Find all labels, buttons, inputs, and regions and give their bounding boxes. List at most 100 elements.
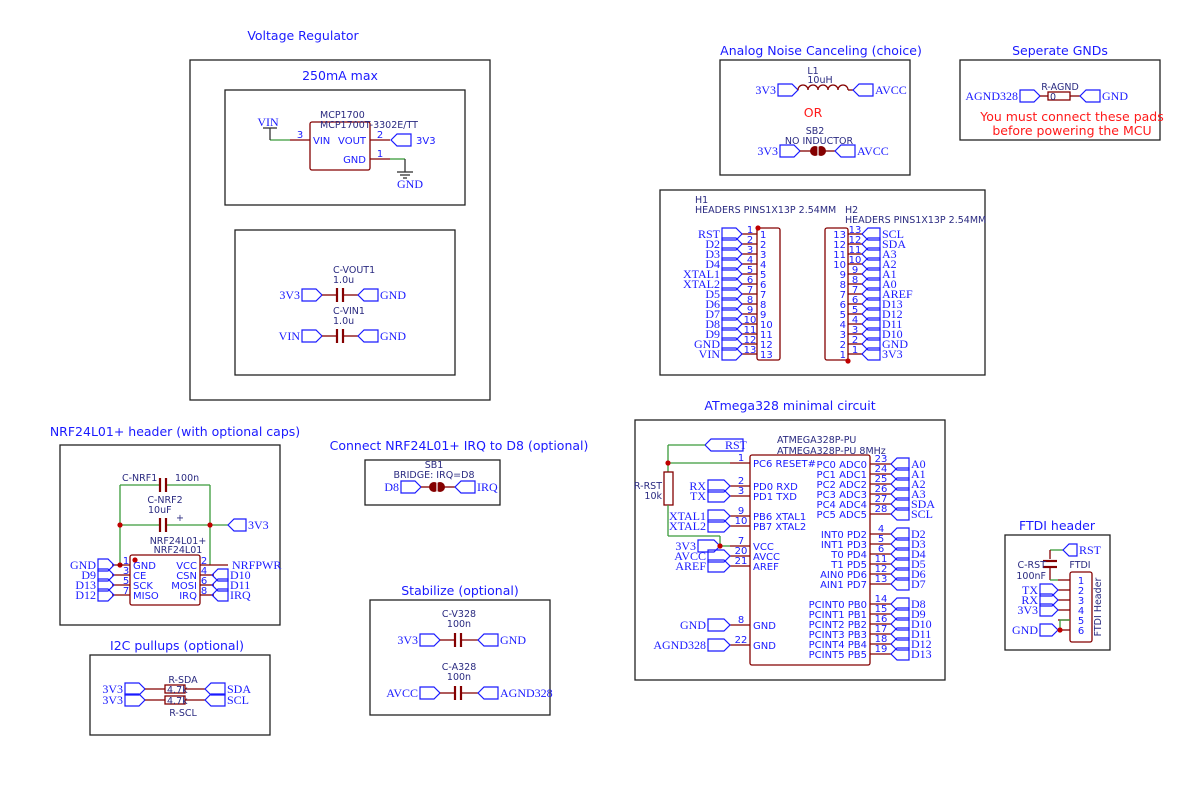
power-label: VIN xyxy=(257,115,279,129)
atmega-frame xyxy=(634,419,946,681)
net-flag-icon xyxy=(204,693,226,707)
component-ref: SB2 xyxy=(806,126,825,137)
pin-name: 13 xyxy=(833,230,846,241)
pin-number: 2 xyxy=(852,335,858,346)
pin-name: PC2 ADC2 xyxy=(817,480,867,491)
net-label: 3V3 xyxy=(279,288,300,302)
ftdi-frame xyxy=(1004,534,1111,651)
pin-name: IRQ xyxy=(179,591,197,602)
stabilize-frame xyxy=(369,599,551,716)
net-label: D12 xyxy=(882,307,903,321)
net-label: GND xyxy=(680,618,706,632)
pin-name: 1 xyxy=(840,350,846,361)
pin-number: 5 xyxy=(747,265,753,276)
net-label: AVCC xyxy=(674,549,706,563)
junction-dot xyxy=(755,225,761,231)
section-title: ATmega328 minimal circuit xyxy=(704,398,875,413)
pin-name: 8 xyxy=(840,280,846,291)
pin-number: 14 xyxy=(875,594,888,605)
component-ref: ATMEGA328P-PU xyxy=(777,435,856,446)
pin-number: 11 xyxy=(849,245,862,256)
net-label: GND xyxy=(694,337,720,351)
net-label: AREF xyxy=(882,287,913,301)
pin-number: 12 xyxy=(744,335,757,346)
component-value: HEADERS PINS1X13P 2.54MM xyxy=(695,205,836,216)
component-value: FTDI Header xyxy=(1093,577,1104,636)
net-label: XTAL2 xyxy=(669,519,706,533)
pin-number: 3 xyxy=(738,486,744,497)
pin-name: 10 xyxy=(760,320,773,331)
pin-name: CSN xyxy=(176,571,197,582)
net-flag-icon xyxy=(97,588,115,602)
pin-number: 8 xyxy=(852,275,858,286)
net-label: D13 xyxy=(911,647,932,661)
net-label: XTAL1 xyxy=(683,267,720,281)
pin-number: 6 xyxy=(878,544,884,555)
net-label: AGND328 xyxy=(500,686,553,700)
mcp1700-body xyxy=(309,121,371,171)
net-label: D7 xyxy=(911,577,926,591)
net-flag-icon xyxy=(707,638,731,652)
pin-name: PC5 ADC5 xyxy=(817,510,867,521)
pin-number: 2 xyxy=(377,130,383,141)
section-title: Connect NRF24L01+ IRQ to D8 (optional) xyxy=(330,438,589,453)
pin-name: PD0 RXD xyxy=(753,482,798,493)
pin-number: 7 xyxy=(747,285,753,296)
net-label: 3V3 xyxy=(248,518,269,532)
pin-number: 3 xyxy=(747,245,753,256)
pin-number: 25 xyxy=(875,474,888,485)
pin-name: PCINT5 PB5 xyxy=(809,650,867,661)
inductor-symbol xyxy=(797,84,849,91)
component-value: 4.7k xyxy=(167,685,188,696)
net-label: D3 xyxy=(705,247,720,261)
net-flag-icon xyxy=(1019,89,1041,103)
net-flag-icon xyxy=(707,618,731,632)
net-flag-icon xyxy=(301,329,323,343)
component-value: BRIDGE: IRQ=D8 xyxy=(393,470,474,481)
net-label: GND xyxy=(1102,89,1128,103)
net-flag-icon xyxy=(419,633,441,647)
pin-name: PD1 TXD xyxy=(753,492,797,503)
net-flag-icon xyxy=(707,519,731,533)
net-label: D6 xyxy=(911,567,926,581)
component-ref: C-V328 xyxy=(442,609,476,620)
or-label: OR xyxy=(804,105,823,120)
section-title: Voltage Regulator xyxy=(247,28,359,43)
pin-number: 8 xyxy=(738,615,744,626)
junction-dot xyxy=(117,522,123,528)
pin-name: VOUT xyxy=(338,136,367,147)
separate-gnds-frame xyxy=(959,59,1161,141)
component-ref: SB1 xyxy=(425,460,444,471)
pin-name: PCINT2 PB2 xyxy=(809,620,867,631)
net-label: GND xyxy=(882,337,908,351)
junction-dot xyxy=(1057,627,1063,633)
pin-number: 10 xyxy=(744,315,757,326)
component-value: MCP1700T-3302E/TT xyxy=(320,120,418,131)
resistor-symbol xyxy=(663,471,674,506)
net-flag-icon xyxy=(477,633,499,647)
pin-number: 17 xyxy=(875,624,888,635)
net-label: D5 xyxy=(911,557,926,571)
net-flag-icon xyxy=(204,682,226,696)
net-label: IRQ xyxy=(477,480,498,494)
component-value: 1.0u xyxy=(333,275,354,286)
net-label: SDA xyxy=(911,497,935,511)
net-label: D10 xyxy=(911,617,932,631)
net-label: D10 xyxy=(230,568,251,582)
net-label: AVCC xyxy=(857,144,889,158)
component-ref: C-VIN1 xyxy=(333,306,365,317)
pin-number: 13 xyxy=(744,345,757,356)
pin-number: 3 xyxy=(852,325,858,336)
pin-name: 13 xyxy=(760,350,773,361)
net-label: GND xyxy=(380,288,406,302)
component-value: 100nF xyxy=(1016,571,1046,582)
net-label: SCL xyxy=(227,693,249,707)
pin-number: 4 xyxy=(747,255,753,266)
pin-name: 12 xyxy=(833,240,846,251)
pin-number: 2 xyxy=(201,556,207,567)
pin-number: 28 xyxy=(875,504,888,515)
net-flag-icon xyxy=(124,693,146,707)
pin-number: 5 xyxy=(878,534,884,545)
net-flag-icon xyxy=(211,588,229,602)
component-ref: C-RST xyxy=(1018,560,1047,571)
